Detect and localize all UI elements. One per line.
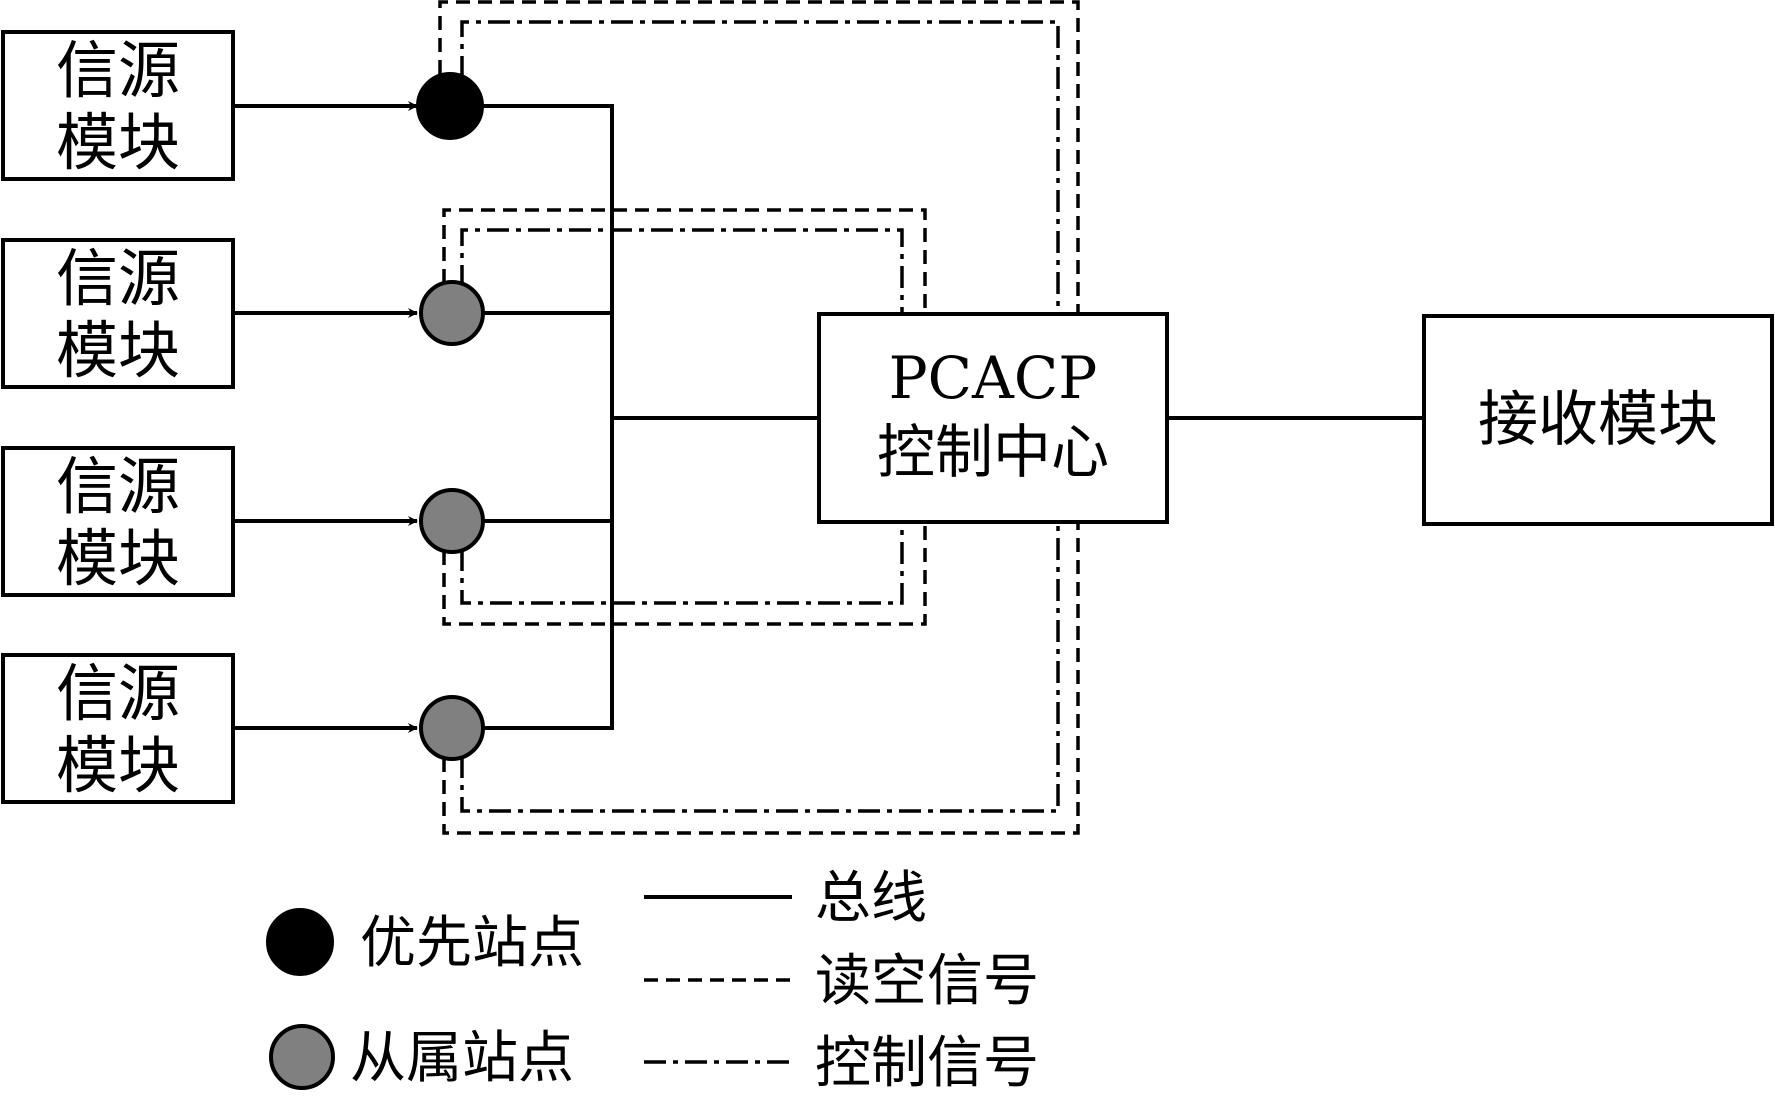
subordinate-station-node-3 xyxy=(419,488,485,554)
bus-vertical-trunk xyxy=(450,104,614,730)
read-signal-loop-1 xyxy=(438,0,1080,312)
legend-bus-label: 总线 xyxy=(815,866,927,931)
read-signal-loop-2 xyxy=(442,208,927,312)
source-module-3: 信源 模块 xyxy=(1,446,235,597)
source-module-3-line1: 信源 xyxy=(56,450,180,523)
legend-priority-station-swatch xyxy=(266,908,334,976)
source-module-2-line1: 信源 xyxy=(56,242,180,315)
source-module-1-line2: 模块 xyxy=(56,106,180,179)
legend: 优先站点 从属站点 总线 读空信号 控制信号 xyxy=(266,866,1039,1096)
legend-control-signal-label: 控制信号 xyxy=(815,1031,1039,1096)
control-signal-loop-4 xyxy=(460,522,1060,813)
control-center: PCACP 控制中心 xyxy=(817,312,1169,524)
control-signal-loop-2 xyxy=(460,228,904,312)
legend-read-signal-label: 读空信号 xyxy=(815,949,1039,1014)
source-module-4-line2: 模块 xyxy=(56,729,180,802)
control-center-title: PCACP xyxy=(889,344,1098,412)
receiver-module-label: 接收模块 xyxy=(1478,385,1718,455)
source-module-3-line2: 模块 xyxy=(56,522,180,595)
source-module-1: 信源 模块 xyxy=(1,30,235,181)
control-center-subtitle: 控制中心 xyxy=(877,418,1109,486)
legend-subordinate-station-label: 从属站点 xyxy=(350,1026,574,1091)
legend-priority-station-label: 优先站点 xyxy=(360,911,584,976)
legend-subordinate-station-swatch xyxy=(269,1024,335,1090)
source-module-4-line1: 信源 xyxy=(56,657,180,730)
subordinate-station-node-2 xyxy=(419,280,485,346)
receiver-module: 接收模块 xyxy=(1422,314,1774,526)
source-module-2-line2: 模块 xyxy=(56,314,180,387)
source-module-1-line1: 信源 xyxy=(56,34,180,107)
read-signal-loop-3 xyxy=(442,522,927,626)
control-signal-loop-1 xyxy=(460,20,1060,312)
source-module-2: 信源 模块 xyxy=(1,238,235,389)
read-signal-loop-4 xyxy=(442,522,1080,835)
source-module-4: 信源 模块 xyxy=(1,653,235,804)
control-signal-loop-3 xyxy=(460,522,904,605)
subordinate-station-node-4 xyxy=(419,695,485,761)
priority-station-node xyxy=(416,72,484,140)
